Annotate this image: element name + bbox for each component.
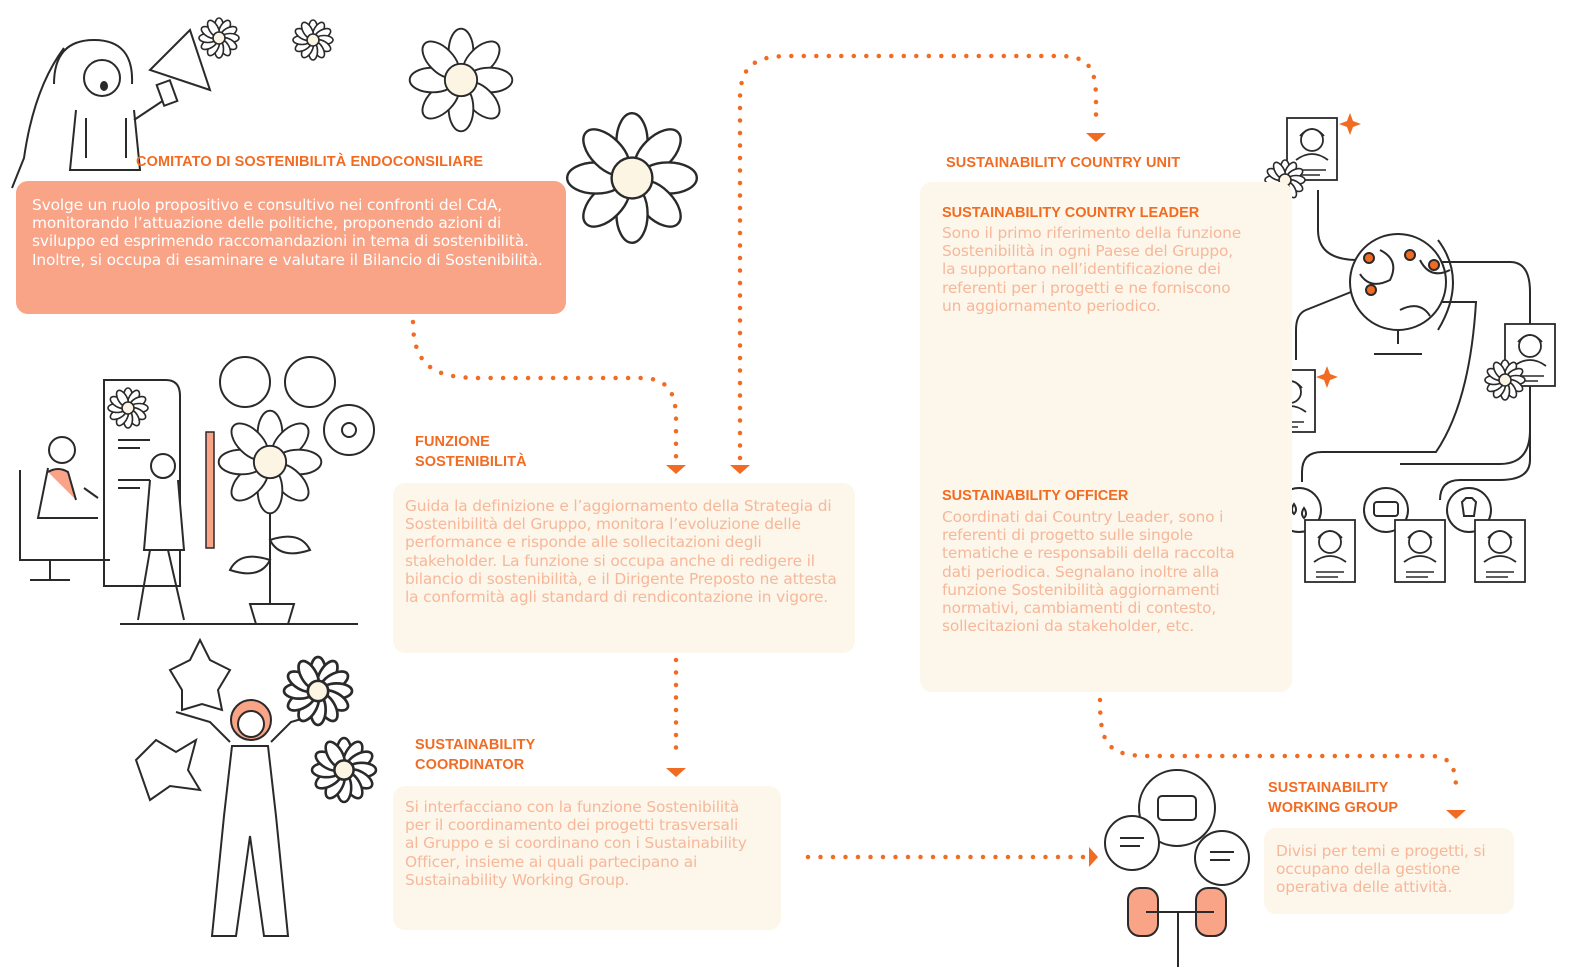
sparkle-icon (1316, 366, 1338, 388)
megaphone-woman-illustration (11, 28, 212, 189)
meeting-illustration (1104, 769, 1250, 967)
daisy-icon (292, 19, 334, 61)
daisy-icon (198, 17, 240, 59)
comitato-box: Svolge un ruolo propositivo e consultivo… (16, 181, 566, 314)
coordinator-box: Si interfacciano con la funzione Sosteni… (393, 786, 781, 930)
large-flower-icon (217, 409, 323, 515)
working-group-box: Divisi per temi e progetti, si occupano … (1264, 828, 1514, 914)
working-group-description: Divisi per temi e progetti, si occupano … (1276, 842, 1486, 897)
country-leader-description: Sono il primo riferimento della funzione… (942, 224, 1242, 315)
sustainability-officer-title: SUSTAINABILITY OFFICER (942, 488, 1129, 504)
country-unit-title: SUSTAINABILITY COUNTRY UNIT (946, 155, 1181, 171)
office-scene-illustration (19, 356, 375, 625)
funzione-title: FUNZIONE SOSTENIBILITÀ (415, 434, 527, 470)
funzione-description: Guida la definizione e l’aggiornamento d… (405, 497, 837, 607)
person-card-icon (1304, 519, 1356, 583)
large-flower-icon (408, 27, 514, 133)
country-unit-box: SUSTAINABILITY COUNTRY LEADER Sono il pr… (920, 182, 1292, 692)
comitato-title: COMITATO DI SOSTENIBILITÀ ENDOCONSILIARE (136, 154, 484, 170)
country-leader-title: SUSTAINABILITY COUNTRY LEADER (942, 205, 1200, 221)
person-card-icon (1474, 519, 1526, 583)
large-flower-icon (566, 111, 698, 245)
comitato-description: Svolge un ruolo propositivo e consultivo… (32, 196, 543, 269)
juggling-woman-illustration (134, 637, 326, 937)
country-network-illustration (1276, 190, 1531, 533)
funzione-box: Guida la definizione e l’aggiornamento d… (393, 483, 855, 653)
sparkle-icon (1339, 113, 1361, 135)
daisy-icon (282, 655, 354, 727)
daisy-icon (310, 736, 378, 804)
person-card-icon (1394, 519, 1446, 583)
coordinator-description: Si interfacciano con la funzione Sosteni… (405, 798, 747, 889)
working-group-title: SUSTAINABILITY WORKING GROUP (1268, 780, 1399, 816)
coordinator-title: SUSTAINABILITY COORDINATOR (415, 737, 536, 773)
sustainability-officer-description: Coordinati dai Country Leader, sono i re… (942, 508, 1235, 636)
